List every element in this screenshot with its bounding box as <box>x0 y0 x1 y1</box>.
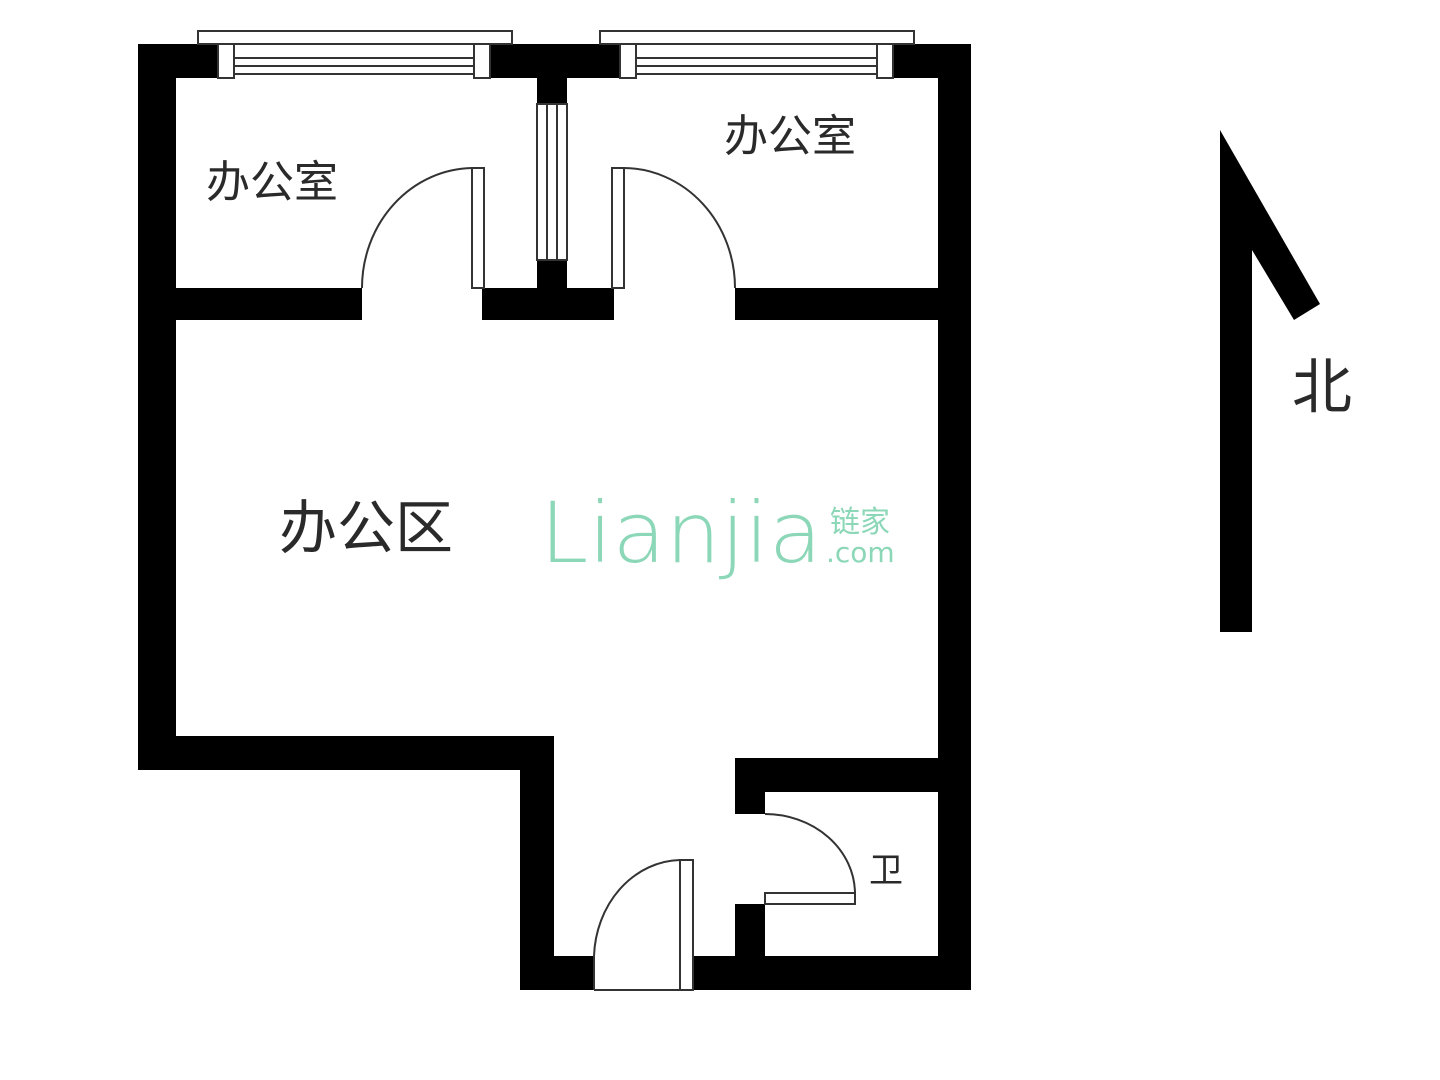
doors <box>361 167 856 991</box>
room-label-office-right: 办公室 <box>724 111 856 162</box>
partition-window <box>536 103 568 261</box>
wall-step-vertical <box>520 736 554 990</box>
wall-office-right <box>735 288 971 320</box>
door-left-office-leaf <box>471 167 485 289</box>
window-left-sash-r <box>473 43 491 79</box>
wall-right <box>938 44 971 990</box>
door-bath-swing <box>764 813 856 894</box>
wall-top-left-a <box>138 44 218 78</box>
wall-bath-left-lower <box>735 904 765 990</box>
windows <box>197 30 915 261</box>
wall-bottom-b <box>693 956 971 990</box>
wall-office-mid <box>482 288 614 320</box>
room-label-office-area: 办公区 <box>279 494 453 562</box>
room-label-bathroom: 卫 <box>869 851 903 891</box>
window-left-sash <box>217 43 235 79</box>
room-label-office-left: 办公室 <box>206 157 338 208</box>
door-entrance-swing <box>593 859 681 957</box>
window-right-sash-r <box>876 43 894 79</box>
window-left-frame <box>197 30 513 45</box>
door-right-office-leaf <box>611 167 625 289</box>
wall-left <box>138 44 176 770</box>
wall-partition-top <box>537 78 567 104</box>
north-arrow-icon <box>1220 130 1320 632</box>
compass-north-label: 北 <box>1292 353 1352 423</box>
compass: 北 <box>1220 130 1352 632</box>
door-entrance-leaf <box>679 859 694 991</box>
wall-office-left <box>138 288 362 320</box>
wall-bottom-a <box>520 956 594 990</box>
walls <box>138 44 971 990</box>
watermark-cn: 链家 <box>830 505 890 540</box>
window-right-sash <box>619 43 637 79</box>
watermark-brand: Lianjia <box>540 484 822 582</box>
door-right-office-swing <box>623 167 736 289</box>
watermark-domain: .com <box>826 536 895 569</box>
wall-bath-left-upper <box>735 758 765 814</box>
wall-bath-top <box>735 758 971 792</box>
wall-top-mid <box>490 44 620 78</box>
wall-bottom-left <box>138 736 554 770</box>
watermark: Lianjia 链家 .com <box>540 484 895 582</box>
window-right-frame <box>599 30 915 45</box>
door-left-office-swing <box>361 167 473 289</box>
door-bath-leaf <box>764 892 856 905</box>
